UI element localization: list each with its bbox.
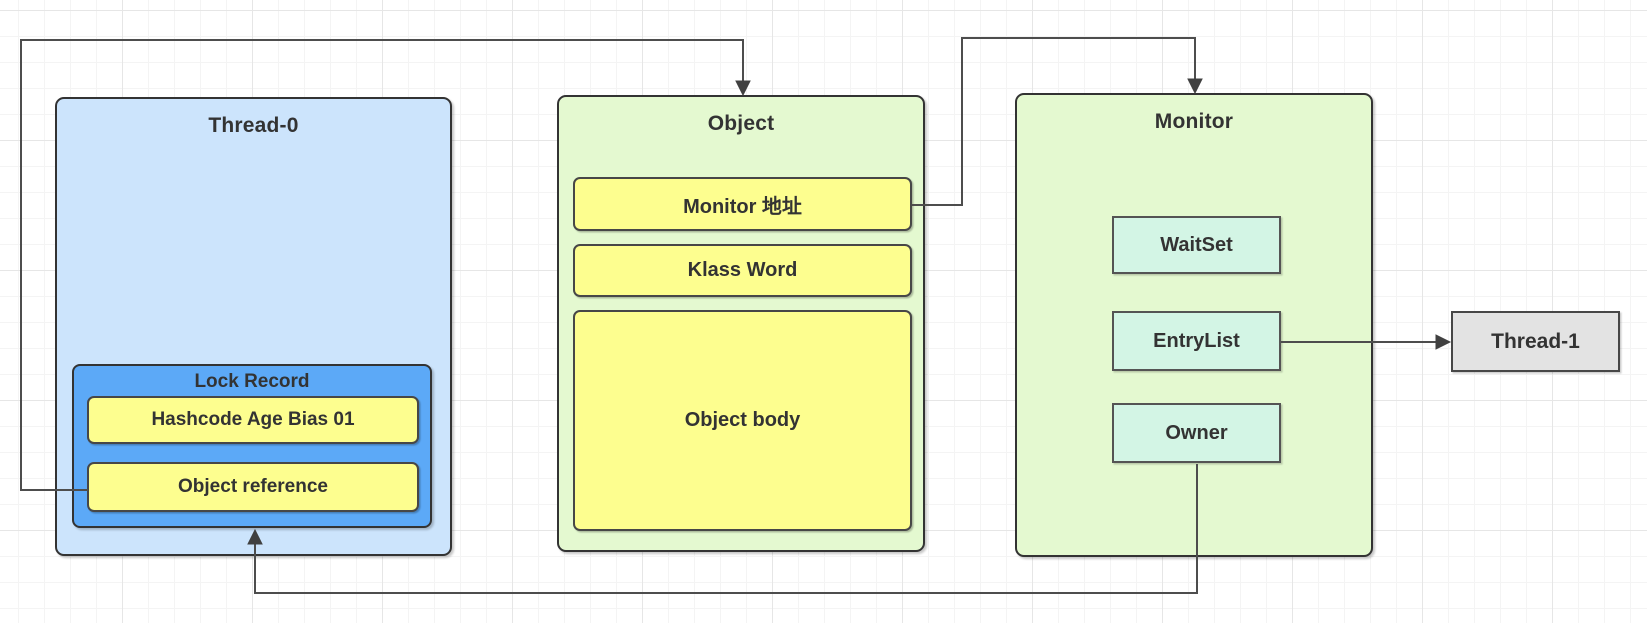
node-klass-word: Klass Word	[573, 244, 912, 297]
node-object: Object Monitor 地址 Klass Word Object body	[557, 95, 925, 552]
node-object-reference: Object reference	[87, 462, 419, 512]
node-monitor-label: Monitor	[1154, 110, 1234, 133]
arrowhead-down-object	[735, 80, 751, 97]
node-monitor-address: Monitor 地址	[573, 177, 912, 231]
node-object-body-label: Object body	[684, 409, 801, 431]
node-thread-0-label: Thread-0	[208, 114, 299, 137]
arrowhead-down-monitor	[1187, 78, 1203, 95]
node-entrylist: EntryList	[1112, 311, 1281, 371]
node-thread-0: Thread-0 Lock Record Hashcode Age Bias 0…	[55, 97, 452, 556]
node-object-reference-label: Object reference	[178, 476, 328, 497]
node-object-label: Object	[707, 112, 775, 135]
node-lock-record: Lock Record Hashcode Age Bias 01 Object …	[72, 364, 432, 528]
node-lock-record-label: Lock Record	[194, 371, 310, 392]
node-entrylist-label: EntryList	[1153, 329, 1240, 352]
node-owner-label: Owner	[1165, 421, 1228, 444]
node-hashcode-age-bias-label: Hashcode Age Bias 01	[151, 409, 355, 430]
node-object-body: Object body	[573, 310, 912, 531]
node-waitset: WaitSet	[1112, 216, 1281, 274]
node-hashcode-age-bias: Hashcode Age Bias 01	[87, 396, 419, 444]
node-waitset-label: WaitSet	[1160, 233, 1233, 256]
node-monitor-address-label: Monitor 地址	[683, 195, 802, 218]
node-klass-word-label: Klass Word	[687, 259, 798, 281]
node-thread-1: Thread-1	[1451, 311, 1620, 372]
node-thread-1-label: Thread-1	[1491, 329, 1580, 353]
node-owner: Owner	[1112, 403, 1281, 463]
node-monitor: Monitor WaitSet EntryList Owner	[1015, 93, 1373, 557]
arrowhead-right-thread-1	[1435, 334, 1452, 350]
